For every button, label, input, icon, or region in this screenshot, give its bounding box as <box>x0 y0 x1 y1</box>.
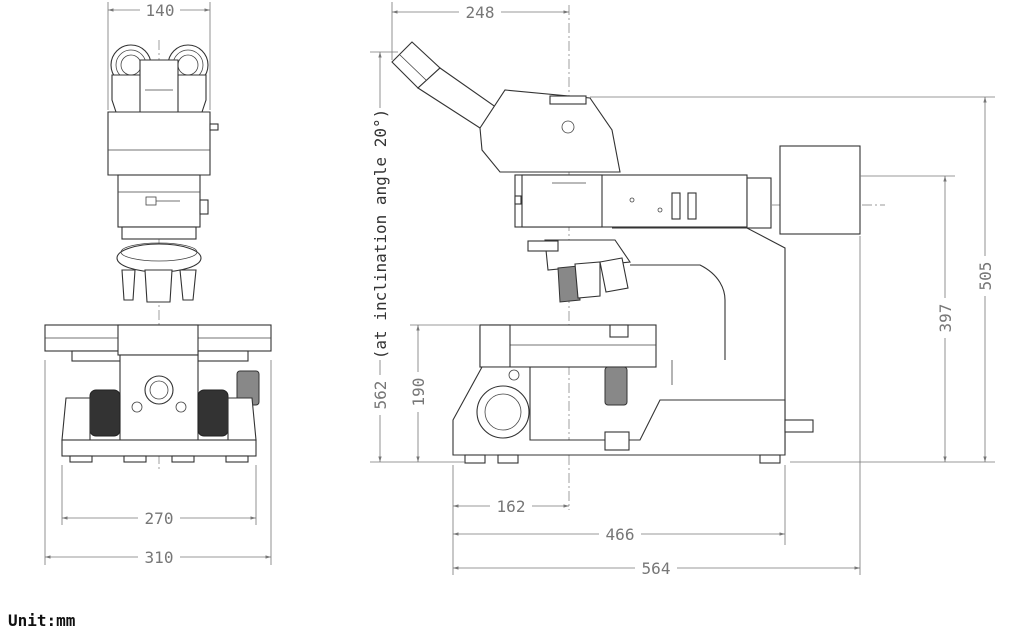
front-dim-270: 270 <box>61 465 257 528</box>
side-view: 248 505 397 190 56 <box>370 2 995 578</box>
front-head <box>107 111 219 240</box>
front-dim-140: 140 <box>107 1 211 110</box>
front-dim-310: 310 <box>44 360 272 567</box>
dim-label-248: 248 <box>466 3 495 22</box>
side-dim-564: 564 <box>453 236 861 578</box>
side-dim-190: 190 <box>370 324 480 463</box>
front-stage <box>44 324 272 362</box>
front-nosepiece <box>116 242 202 303</box>
side-dim-505: 505 <box>590 96 995 463</box>
dim-label-140: 140 <box>146 1 175 20</box>
side-dim-162: 162 <box>452 465 569 575</box>
dim-label-397: 397 <box>936 304 955 333</box>
dim-label-190: 190 <box>409 378 428 407</box>
side-dim-397: 397 <box>860 175 955 462</box>
dim-label-270: 270 <box>145 509 174 528</box>
side-dim-248: 248 <box>391 2 569 60</box>
dim-label-505: 505 <box>976 262 995 291</box>
side-arm <box>514 145 861 235</box>
side-dim-562: 562 (at inclination angle 20°) <box>370 51 398 462</box>
side-dim-466: 466 <box>453 465 786 545</box>
dim-label-162: 162 <box>497 497 526 516</box>
inclination-note: (at inclination angle 20°) <box>371 109 390 359</box>
side-eyepiece-tube <box>391 41 621 173</box>
side-stage <box>479 324 657 368</box>
front-eyepieces <box>110 44 209 121</box>
dim-label-310: 310 <box>145 548 174 567</box>
front-body <box>61 354 260 463</box>
dim-label-562: 562 <box>371 381 390 410</box>
dim-label-466: 466 <box>606 525 635 544</box>
side-base <box>452 366 814 464</box>
side-nosepiece <box>527 239 631 303</box>
dim-label-564: 564 <box>642 559 671 578</box>
front-view: 140 270 310 <box>44 1 272 567</box>
unit-label: Unit:mm <box>8 611 76 630</box>
